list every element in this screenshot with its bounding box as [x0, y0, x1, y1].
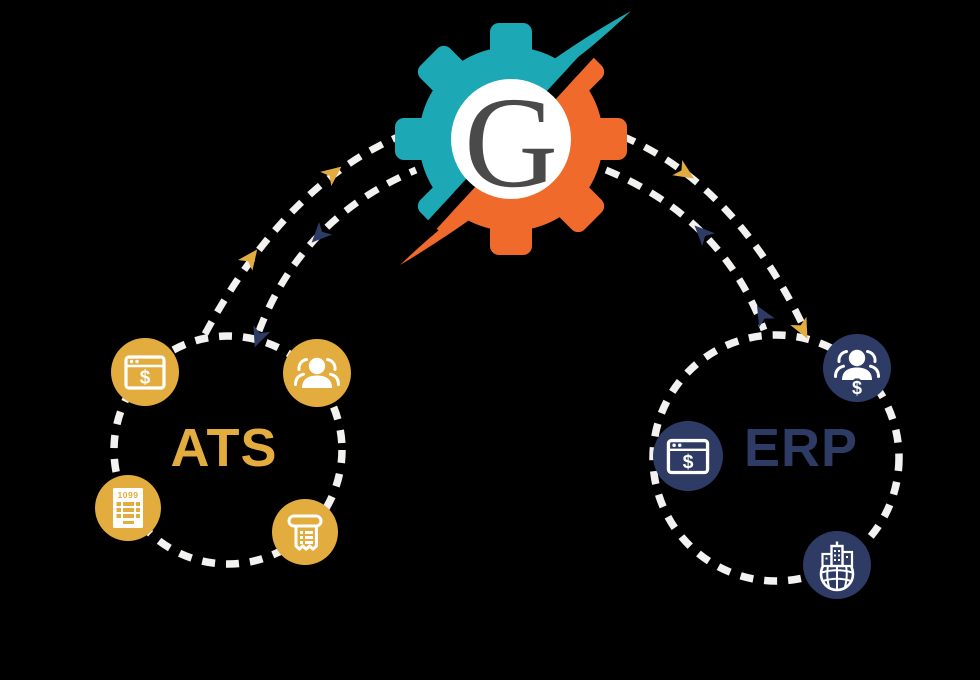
erp-node-finance: $	[653, 421, 723, 491]
building-globe-icon	[819, 541, 855, 592]
ats-node-candidates	[283, 339, 351, 407]
dollar-glyph: $	[140, 368, 151, 389]
ats-node-tax-forms: 1099	[95, 475, 161, 541]
form-1099-label: 1099	[118, 490, 139, 500]
gold-arrow-icon	[320, 159, 347, 187]
logo-letter: G	[464, 71, 558, 215]
gear-to-erp-arc	[620, 132, 810, 334]
logo-badge	[451, 79, 571, 199]
erp-to-gear-arc	[604, 166, 768, 332]
erp-node-payroll: $	[823, 334, 891, 402]
ats-node-billing: $	[111, 338, 179, 406]
ats-node-receipts	[272, 499, 338, 565]
team-dollar-icon: $	[834, 349, 880, 400]
team-icon	[294, 357, 340, 388]
dollar-glyph: $	[683, 451, 694, 473]
gear-logo: G	[395, 11, 631, 265]
form-1099-icon: 1099	[113, 488, 143, 528]
browser-dollar-icon: $	[666, 438, 710, 475]
dollar-glyph: $	[852, 378, 862, 398]
erp-node-enterprise	[803, 531, 871, 599]
gear-to-ats-arc	[255, 166, 418, 333]
erp-label: ERP	[743, 418, 859, 478]
browser-dollar-icon: $	[124, 355, 166, 390]
receipt-icon	[287, 514, 323, 551]
ats-ring	[110, 332, 346, 568]
ats-label: ATS	[170, 418, 278, 478]
ats-to-gear-arc	[201, 132, 402, 336]
